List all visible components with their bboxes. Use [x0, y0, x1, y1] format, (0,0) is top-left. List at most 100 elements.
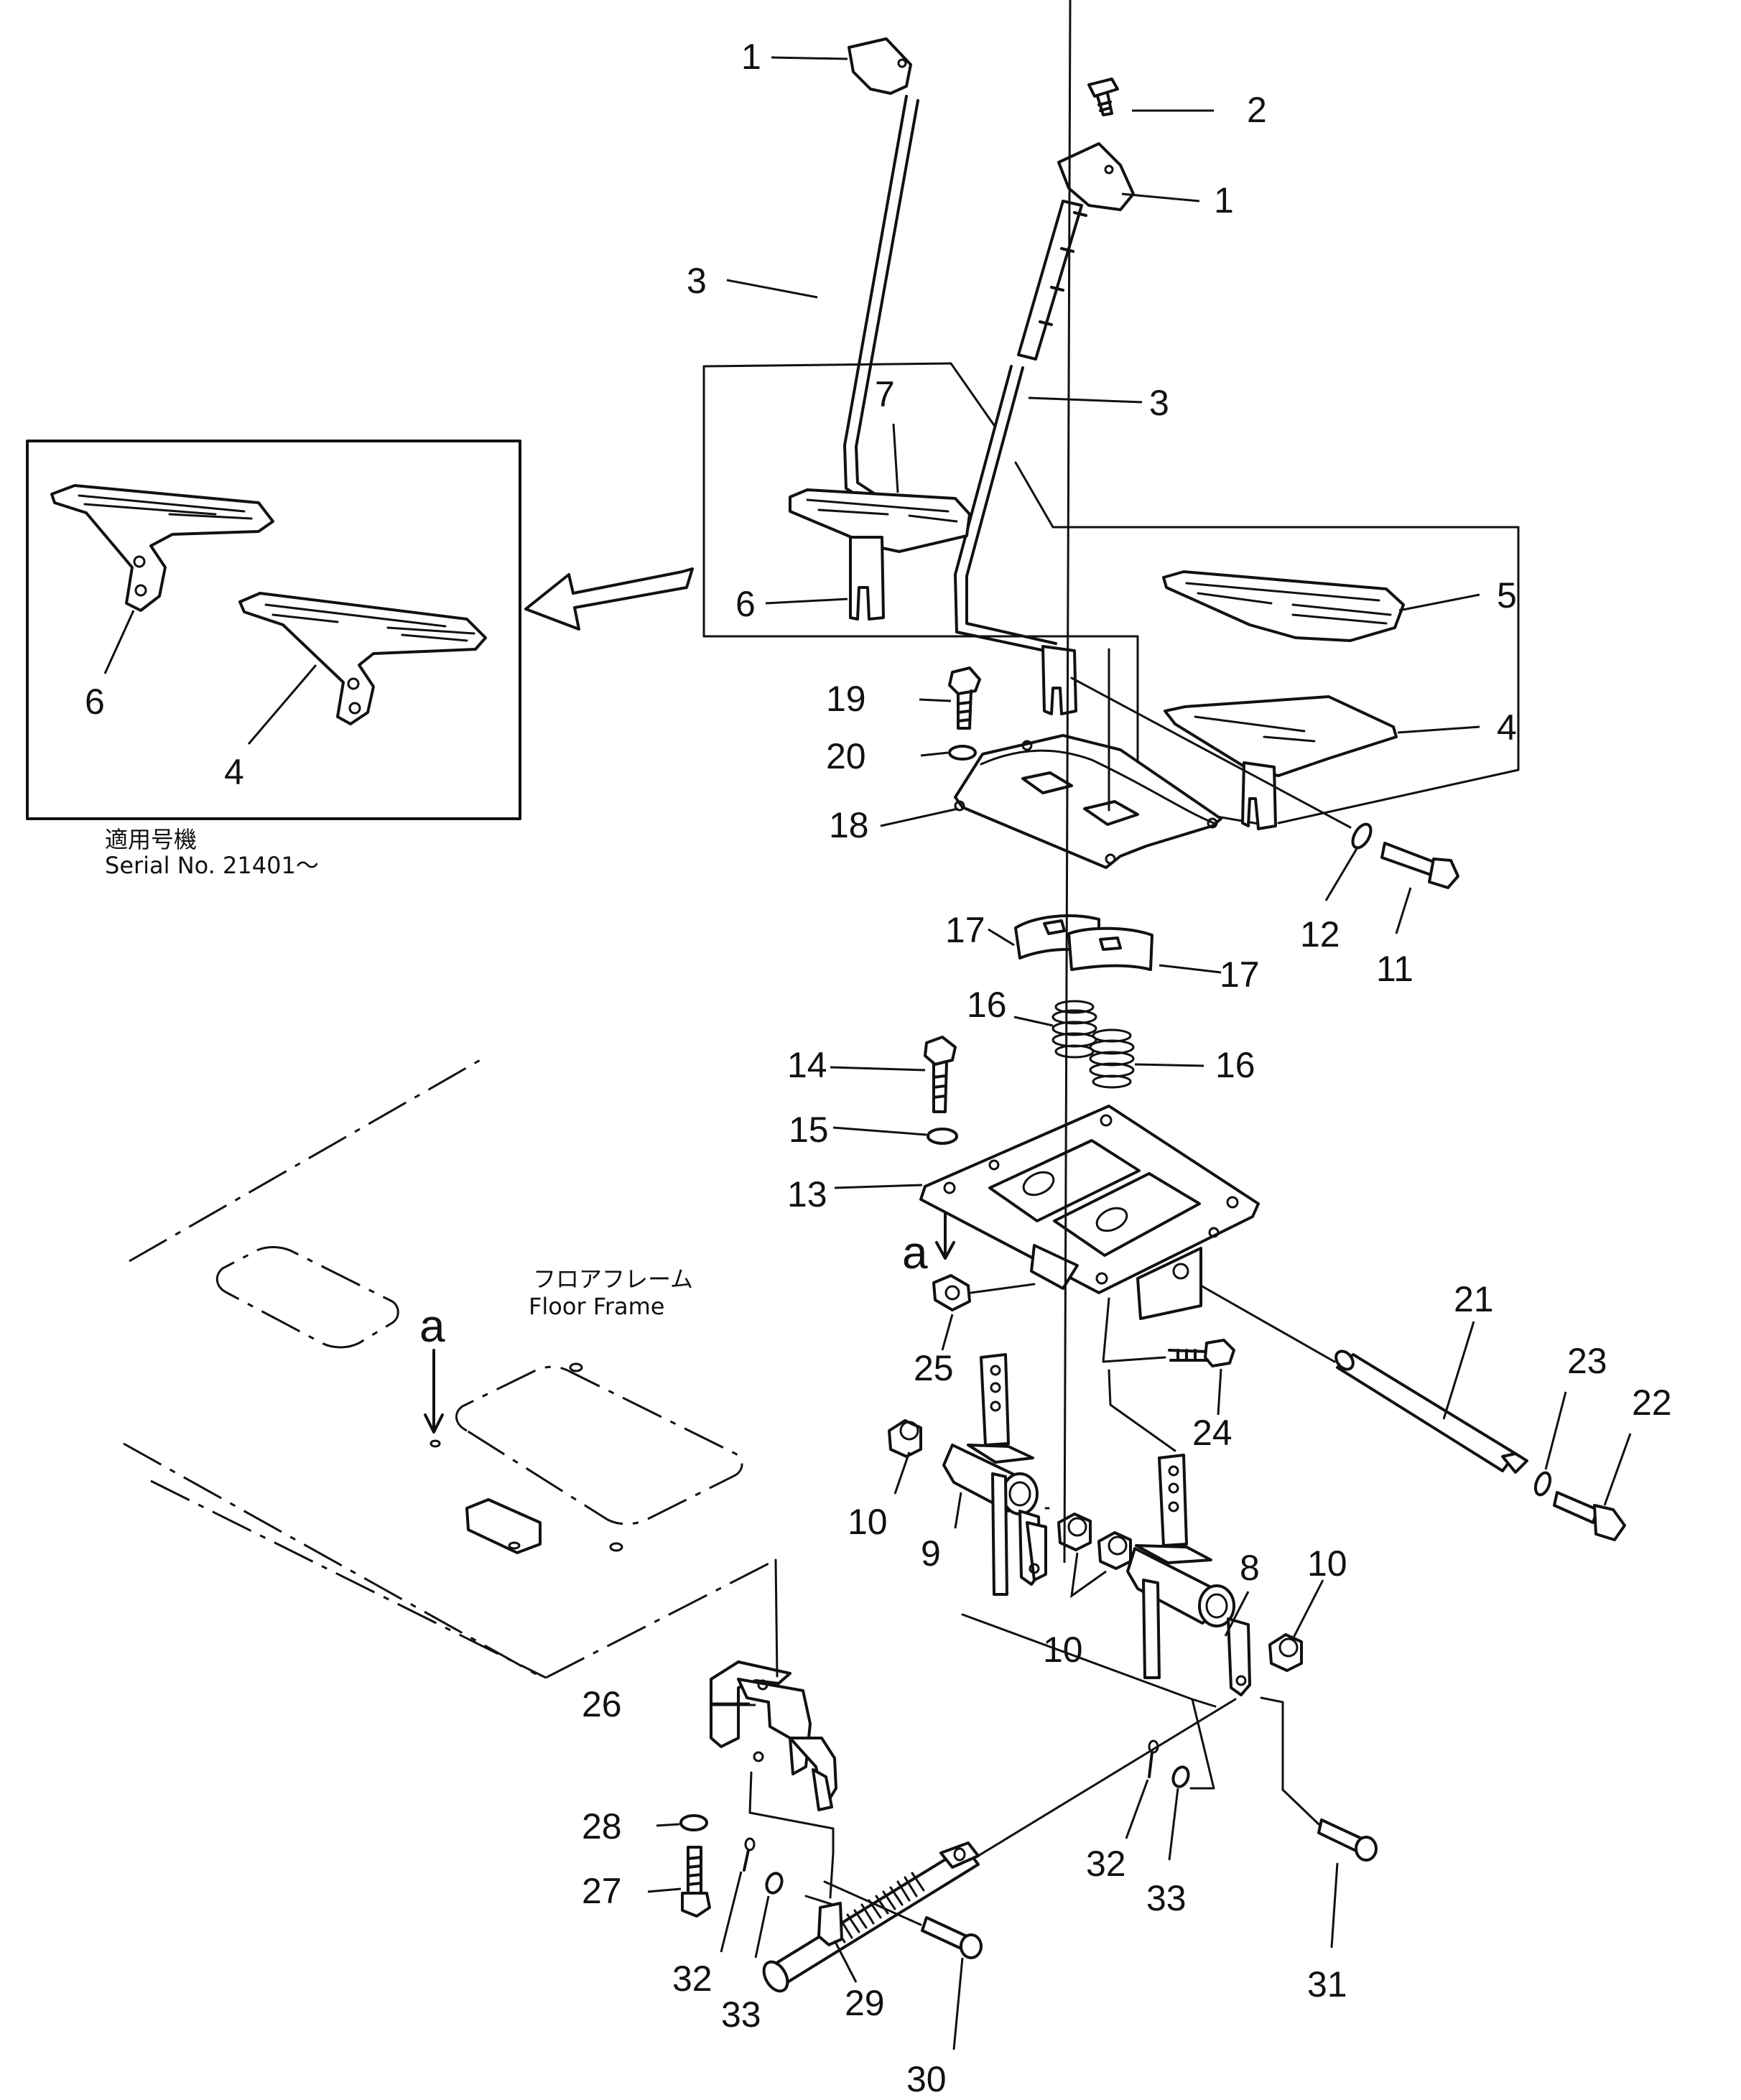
bolt-14: [924, 1036, 957, 1113]
callout-25: 25: [914, 1348, 954, 1388]
callout-7: 7: [875, 374, 895, 414]
rod-29: [762, 1841, 980, 1993]
floor-frame: [123, 1057, 776, 1679]
bolt-11: [1380, 842, 1459, 889]
cover-18: [954, 734, 1222, 869]
callout-15: 15: [789, 1110, 829, 1150]
callout-10-c: 10: [1307, 1543, 1347, 1584]
shaft-21: [1334, 1349, 1528, 1474]
callout-1-left: 1: [741, 37, 761, 77]
callout-3-left: 3: [687, 261, 707, 301]
callout-17-left: 17: [945, 910, 985, 950]
pin-31: [1317, 1818, 1378, 1862]
knob-right: [1057, 142, 1135, 211]
bolt-22: [1553, 1491, 1626, 1541]
callout-27: 27: [582, 1871, 622, 1911]
callout-33-right: 33: [1146, 1878, 1187, 1918]
plate-13: [919, 1105, 1260, 1320]
callout-6-inset: 6: [85, 682, 105, 722]
washer-20: [948, 745, 977, 761]
spring-16-left: [1051, 1000, 1097, 1059]
washer-28: [679, 1814, 708, 1831]
pin-32-left: [743, 1837, 756, 1872]
view-mark-a-plate: a: [902, 1227, 928, 1278]
callout-23: 23: [1567, 1341, 1607, 1381]
inset-pedal-6: [50, 484, 274, 612]
callout-32-right: 32: [1086, 1844, 1126, 1884]
bolt-19: [948, 666, 981, 730]
callout-18: 18: [829, 805, 869, 845]
washer-23: [1533, 1471, 1552, 1497]
center-line-21: [1199, 1284, 1336, 1363]
center-line-30: [823, 1880, 922, 1926]
callout-33-left: 33: [721, 1994, 761, 2035]
callout-9: 9: [921, 1533, 941, 1574]
callout-16-left: 16: [967, 985, 1007, 1025]
bolt-27: [681, 1846, 711, 1918]
lever-left: [843, 95, 919, 514]
view-mark-a-floor: a: [419, 1300, 445, 1352]
pedal-7: [789, 488, 971, 621]
callout-29: 29: [845, 1983, 885, 2023]
callout-31: 31: [1307, 1964, 1347, 2004]
center-line-33: [804, 1895, 835, 1906]
callout-3-right: 3: [1149, 383, 1169, 423]
callout-12: 12: [1300, 914, 1340, 954]
nut-25: [932, 1274, 971, 1311]
callout-4-inset: 4: [224, 752, 244, 792]
inset-note-en: Serial No. 21401～: [105, 852, 319, 879]
center-line-26: [774, 1558, 779, 1678]
callout-24: 24: [1192, 1413, 1232, 1453]
center-line-25: [970, 1283, 1036, 1294]
floor-frame-label-en: Floor Frame: [529, 1293, 664, 1320]
callout-14: 14: [787, 1045, 827, 1085]
spring-16-right: [1089, 1028, 1135, 1089]
view-arrow-a-plate: [935, 1212, 955, 1260]
callout-5: 5: [1497, 575, 1517, 615]
lever-9: [942, 1353, 1047, 1596]
bushing-10-c: [1097, 1531, 1132, 1570]
washer-12: [1351, 822, 1373, 850]
washer-33-left: [765, 1872, 784, 1895]
callout-22: 22: [1632, 1383, 1672, 1423]
floor-frame-label-jp: フロアフレーム: [533, 1265, 693, 1293]
callout-19: 19: [826, 679, 866, 719]
lever-right: [954, 200, 1087, 654]
inset-note-jp: 適用号機: [105, 826, 197, 853]
callout-26: 26: [582, 1684, 622, 1724]
callout-16-right: 16: [1215, 1045, 1255, 1085]
callout-30: 30: [906, 2059, 947, 2099]
bracket-26: [710, 1660, 837, 1811]
callout-10-a: 10: [848, 1502, 888, 1542]
group-line-26: [748, 1771, 835, 1899]
callout-4: 4: [1497, 707, 1517, 748]
group-line-8-9: [961, 1613, 1217, 1790]
center-line-24b: [1108, 1369, 1176, 1452]
callout-10-b: 10: [1043, 1630, 1083, 1670]
callout-11: 11: [1376, 949, 1413, 989]
leaders: [647, 0, 1632, 2050]
center-line-29: [977, 1698, 1237, 1857]
inset-arrow: [524, 567, 694, 631]
callout-13: 13: [787, 1174, 827, 1214]
callout-20: 20: [826, 736, 866, 776]
screw-2: [1087, 78, 1119, 116]
pin-30: [921, 1916, 983, 1959]
bushing-10-a: [888, 1419, 922, 1458]
pedal-4: [1164, 695, 1398, 830]
callout-8: 8: [1240, 1548, 1260, 1588]
washer-33-right: [1171, 1765, 1190, 1788]
bushing-10-b: [1057, 1513, 1092, 1551]
bolt-24: [1168, 1339, 1235, 1367]
bushing-10-d: [1268, 1633, 1303, 1672]
view-arrow-a-floor: [424, 1349, 444, 1434]
lever-right-bracket: [1041, 645, 1077, 715]
callouts: 1 1 2 3 3 4 5 6 7 8 9 10 10 10 11 12 13 …: [582, 37, 1672, 2099]
callout-17-right: 17: [1220, 954, 1260, 995]
inset-variant-box: 6 4: [26, 440, 521, 820]
callout-28: 28: [582, 1806, 622, 1846]
callout-2: 2: [1247, 90, 1267, 130]
inset-pedal-4: [238, 592, 487, 725]
